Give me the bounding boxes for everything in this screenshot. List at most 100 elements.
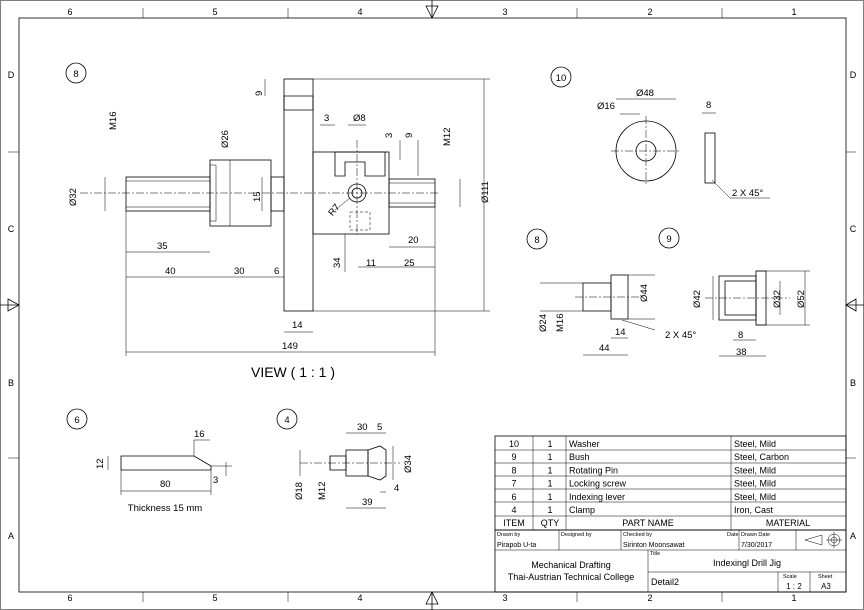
dim-149: 149 (282, 341, 298, 352)
dim-m12: M12 (442, 128, 453, 146)
parts-row-material: Steel, Mild (734, 465, 776, 475)
screw-m12: M12 (317, 482, 328, 500)
tb-scale: 1 : 2 (786, 582, 802, 591)
tb-scale-label: Scale (783, 574, 797, 580)
dim-40: 40 (165, 266, 176, 277)
grid-col-4-bottom: 4 (357, 593, 362, 603)
parts-row-material: Steel, Mild (734, 479, 776, 489)
balloon-circle (276, 408, 298, 430)
locking-screw-detail (299, 432, 400, 509)
tb-date-label: Date (727, 532, 739, 538)
thickness-note: Thickness 15 mm (128, 503, 203, 514)
tb-drawn-date: 7/30/2017 (741, 542, 772, 549)
dim-11: 11 (366, 258, 376, 269)
grid-row-c-right: C (850, 224, 857, 234)
screw-30: 30 (357, 422, 368, 433)
dim-35: 35 (157, 241, 168, 252)
indexing-lever-detail (107, 439, 232, 495)
bush-8: 8 (738, 330, 743, 341)
title-block (494, 529, 847, 593)
lever-12: 12 (95, 458, 106, 469)
parts-row-item: 4 (511, 505, 516, 515)
grid-col-4-top: 4 (357, 7, 362, 17)
washer-detail (611, 98, 770, 199)
dim-d32: Ø32 (68, 188, 79, 206)
grid-row-d-left: D (8, 70, 15, 80)
grid-row-d-right: D (850, 70, 857, 80)
pin-m16: M16 (555, 314, 566, 332)
parts-row-name: Clamp (569, 505, 595, 515)
grid-col-3-top: 3 (502, 7, 507, 17)
lever-3: 3 (213, 475, 218, 486)
balloon-8-main: 8 (73, 69, 78, 80)
washer-chamfer: 2 X 45° (732, 188, 763, 199)
grid-col-6-bottom: 6 (67, 593, 72, 603)
parts-row-name: Bush (569, 452, 590, 462)
rotating-pin-detail (540, 274, 656, 356)
tb-sheet: A3 (821, 582, 831, 591)
grid-col-6-top: 6 (67, 7, 72, 17)
parts-row-qty: 1 (547, 452, 552, 462)
balloon-4: 4 (284, 415, 289, 426)
lever-80: 80 (160, 479, 171, 490)
screw-39: 39 (362, 497, 373, 508)
main-assembly-view (80, 78, 490, 356)
dim-25: 25 (404, 258, 415, 269)
pin-d24: Ø24 (538, 314, 549, 332)
grid-row-a-right: A (850, 531, 856, 541)
screw-d18: Ø18 (294, 482, 305, 500)
projection-symbol (804, 532, 842, 548)
parts-row-qty: 1 (547, 505, 552, 515)
parts-row-qty: 1 (547, 479, 552, 489)
part-balloons: 8 10 8 9 6 4 (65, 62, 680, 430)
dim-3-left: 3 (324, 113, 329, 124)
grid-col-1-bottom: 1 (791, 593, 796, 603)
bush-38: 38 (736, 347, 747, 358)
grid-row-a-left: A (8, 531, 14, 541)
pin-d44: Ø44 (639, 284, 650, 302)
tb-title: Indexingl Drill Jig (713, 558, 781, 568)
bush-d32: Ø32 (772, 290, 783, 308)
washer-d48: Ø48 (636, 88, 654, 99)
balloon-circle (526, 228, 548, 250)
parts-header-qty: QTY (541, 518, 560, 528)
dim-15: 15 (252, 191, 263, 202)
dim-14: 14 (292, 320, 303, 331)
tb-org-line2: Thai-Austrian Technical College (508, 572, 634, 582)
screw-d34: Ø34 (403, 455, 414, 473)
grid-col-2-top: 2 (647, 7, 652, 17)
tb-drawn-by-label: Drawn by (497, 532, 520, 538)
washer-8: 8 (706, 100, 711, 111)
balloon-circle (550, 66, 572, 88)
balloon-circle (66, 408, 88, 430)
parts-row-item: 8 (511, 465, 516, 475)
dim-34: 34 (332, 257, 343, 268)
dim-3-right: 3 (384, 133, 395, 138)
parts-row-item: 9 (511, 452, 516, 462)
dim-9-top: 9 (254, 91, 265, 96)
pin-44: 44 (599, 343, 610, 354)
parts-row-material: Steel, Carbon (734, 452, 789, 462)
dim-20: 20 (408, 235, 419, 246)
balloon-9: 9 (666, 234, 671, 245)
grid-ticks (8, 8, 856, 602)
balloon-circle (658, 227, 680, 249)
parts-row-name: Washer (569, 439, 600, 449)
parts-row-material: Iron, Cast (734, 505, 774, 515)
parts-row-item: 10 (509, 439, 519, 449)
parts-header-name: PART NAME (622, 518, 674, 528)
grid-col-3-bottom: 3 (502, 593, 507, 603)
tb-org-line1: Mechanical Drafting (531, 560, 611, 570)
parts-row-item: 6 (511, 492, 516, 502)
parts-row-name: Indexing lever (569, 492, 625, 502)
lever-16: 16 (194, 429, 205, 440)
tb-designed-by-label: Designed by (561, 532, 592, 538)
bush-d42: Ø42 (692, 290, 703, 308)
bush-d52: Ø52 (796, 290, 807, 308)
dim-30: 30 (234, 266, 245, 277)
balloon-8-detail: 8 (534, 235, 539, 246)
tb-drawn-by: Pirapob U-ta (497, 542, 536, 549)
